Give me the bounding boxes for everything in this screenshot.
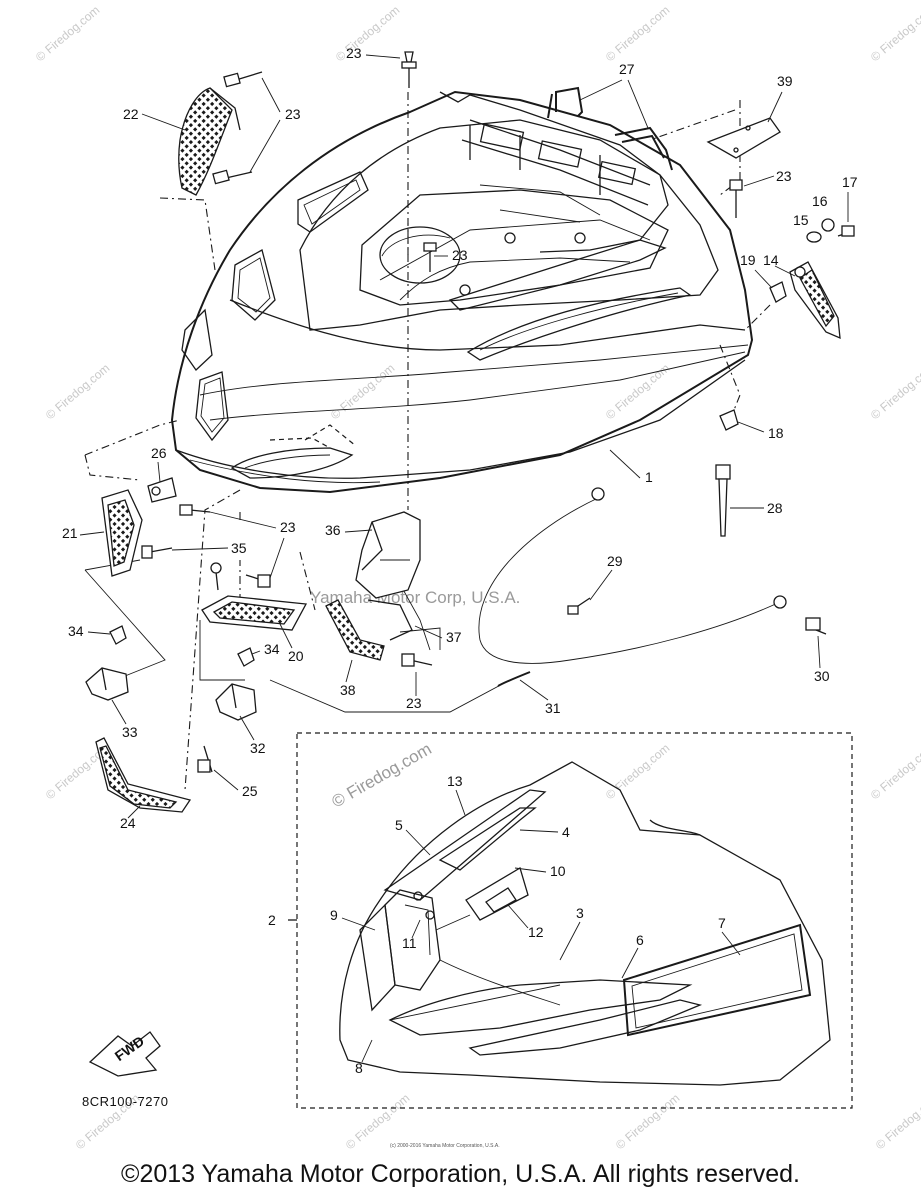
- callout-23d: 23: [452, 247, 468, 263]
- part-39-plate: [706, 117, 781, 159]
- part-28-cable-tie: [715, 464, 731, 537]
- part-35-screw: [141, 545, 222, 591]
- watermark-text: © Firedog.com: [328, 361, 397, 422]
- part-32-bracket: [215, 683, 257, 721]
- callout-23a: 23: [346, 45, 362, 61]
- callout-17: 17: [842, 174, 858, 190]
- callout-26: 26: [151, 445, 167, 461]
- part-20-vent-panel: [201, 595, 308, 631]
- callout-31: 31: [545, 700, 561, 716]
- callout-23f: 23: [406, 695, 422, 711]
- callout-18: 18: [768, 425, 784, 441]
- part-26-clip: [147, 477, 177, 503]
- watermark-center: Yamaha Motor Corp, U.S.A.: [310, 588, 520, 607]
- watermark-text: © Firedog.com: [868, 741, 921, 802]
- watermark-text: © Firedog.com: [613, 1091, 682, 1152]
- callout-5: 5: [395, 817, 403, 833]
- part-36-duct: [355, 511, 421, 599]
- part-14-latch: [789, 261, 841, 340]
- callout-27: 27: [619, 61, 635, 77]
- watermark-text: © Firedog.com: [873, 1091, 921, 1152]
- callout-22: 22: [123, 106, 139, 122]
- callout-34b: 34: [264, 641, 280, 657]
- part-22-lens: [178, 87, 241, 196]
- watermark-text: © Firedog.com: [603, 361, 672, 422]
- part-24-lower-vent: [95, 737, 192, 813]
- callout-3: 3: [576, 905, 584, 921]
- callout-23b: 23: [285, 106, 301, 122]
- callout-33: 33: [122, 724, 138, 740]
- part-34-nuts: [109, 625, 255, 667]
- callout-12: 12: [528, 924, 544, 940]
- callout-38: 38: [340, 682, 356, 698]
- watermark-text: © Firedog.com: [603, 741, 672, 802]
- fasteners-group: [719, 218, 855, 431]
- callout-25: 25: [242, 783, 258, 799]
- hood-assembly: [170, 90, 754, 494]
- part-38-vent: [325, 599, 385, 661]
- diagram-code: 8CR100-7270: [82, 1094, 169, 1109]
- callout-9: 9: [330, 907, 338, 923]
- part-21-side-vent: [101, 489, 143, 577]
- callout-1: 1: [645, 469, 653, 485]
- callout-14: 14: [763, 252, 779, 268]
- callout-21: 21: [62, 525, 78, 541]
- callout-23e: 23: [280, 519, 296, 535]
- callout-24: 24: [120, 815, 136, 831]
- callout-4: 4: [562, 824, 570, 840]
- callout-20: 20: [288, 648, 304, 664]
- watermark-text: © Firedog.com: [868, 361, 921, 422]
- watermark-text: © Firedog.com: [868, 3, 921, 64]
- cable-parts: [478, 487, 827, 687]
- fwd-arrow-icon: FWD: [88, 1031, 161, 1077]
- callout-6: 6: [636, 932, 644, 948]
- callout-28: 28: [767, 500, 783, 516]
- callout-2: 2: [268, 912, 276, 928]
- part-23-rivets: [179, 51, 743, 667]
- watermark-text: © Firedog.com: [43, 361, 112, 422]
- watermark-text: © Firedog.com: [603, 3, 672, 64]
- callout-8: 8: [355, 1060, 363, 1076]
- callout-23c: 23: [776, 168, 792, 184]
- callout-35: 35: [231, 540, 247, 556]
- callout-39: 39: [777, 73, 793, 89]
- callout-11: 11: [402, 935, 417, 951]
- callout-34a: 34: [68, 623, 84, 639]
- part-25-rivet: [197, 745, 213, 773]
- part-27-handles: [547, 86, 673, 171]
- callout-7: 7: [718, 915, 726, 931]
- callout-30: 30: [814, 668, 830, 684]
- watermark-text: © Firedog.com: [329, 739, 435, 811]
- small-print: (c) 2000-2016 Yamaha Motor Corporation, …: [390, 1143, 500, 1149]
- part-33-bracket: [85, 667, 129, 701]
- callout-labels: 1 2 3 4 5 6 7 8 9 10 11 12 13 14 15 16 1…: [62, 45, 858, 1076]
- leader-lines: [84, 92, 771, 791]
- callout-15: 15: [793, 212, 809, 228]
- callout-37: 37: [446, 629, 462, 645]
- callout-32: 32: [250, 740, 266, 756]
- callout-36: 36: [325, 522, 341, 538]
- callout-13: 13: [447, 773, 463, 789]
- part-37-lower-vent: [367, 599, 413, 641]
- callout-19: 19: [740, 252, 756, 268]
- callout-29: 29: [607, 553, 623, 569]
- callout-10: 10: [550, 863, 566, 879]
- copyright-text: ©2013 Yamaha Motor Corporation, U.S.A. A…: [121, 1160, 800, 1188]
- callout-16: 16: [812, 193, 828, 209]
- decal-inset: [288, 732, 853, 1109]
- watermark-text: © Firedog.com: [33, 3, 102, 64]
